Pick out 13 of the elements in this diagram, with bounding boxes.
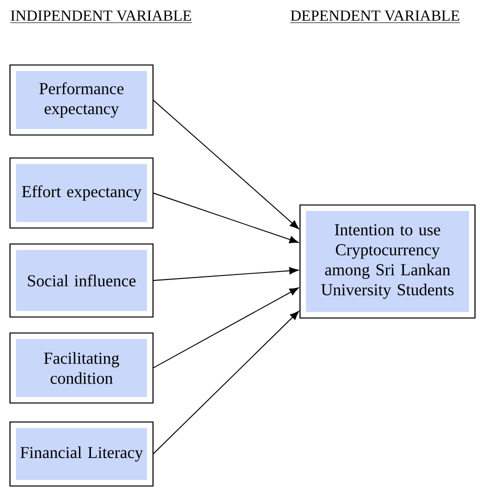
arrow	[152, 267, 299, 281]
arrow	[152, 100, 300, 230]
variable-box: Effort expectancy	[9, 157, 154, 229]
variable-box: Intention to use Cryptocurrency among Sri Lankan University Students	[299, 204, 476, 319]
variable-box: Financial Literacy	[9, 421, 154, 487]
column-heading: DEPENDENT VARIABLE	[290, 10, 460, 23]
variable-box: Performance expectancy	[9, 64, 154, 136]
variable-box: Social influence	[9, 243, 154, 318]
arrow	[152, 192, 299, 244]
arrow	[152, 310, 300, 454]
column-heading: INDIPENDENT VARIABLE	[10, 10, 192, 23]
arrow	[152, 287, 299, 368]
variable-box: Facilitating condition	[9, 332, 154, 404]
